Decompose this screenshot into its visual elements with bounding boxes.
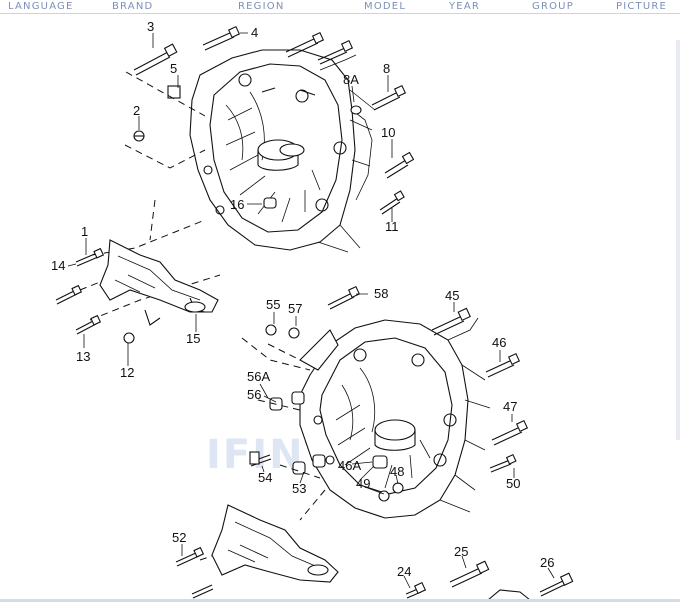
scrollbar-track[interactable]: [676, 40, 680, 440]
upper-transmission-housing: [189, 49, 376, 253]
callout-49[interactable]: 49: [356, 476, 370, 491]
callout-8[interactable]: 8: [383, 61, 390, 76]
nav-language[interactable]: LANGUAGE: [8, 1, 74, 12]
nav-year[interactable]: YEAR: [449, 1, 481, 12]
callout-56[interactable]: 56: [247, 387, 261, 402]
lower-bracket: [175, 504, 339, 599]
callout-16[interactable]: 16: [230, 197, 244, 212]
nav-picture[interactable]: PICTURE: [616, 1, 668, 12]
upper-bracket: [55, 239, 219, 344]
callout-55[interactable]: 55: [266, 297, 280, 312]
bottom-parts: [405, 560, 574, 601]
callout-11[interactable]: 11: [385, 219, 399, 234]
callout-3[interactable]: 3: [147, 19, 154, 34]
callout-45[interactable]: 45: [445, 288, 459, 303]
callout-1[interactable]: 1: [81, 224, 88, 239]
bottom-border: [0, 599, 680, 602]
top-navigation: LANGUAGE BRAND REGION MODEL YEAR GROUP P…: [0, 0, 680, 14]
callout-54[interactable]: 54: [258, 470, 272, 485]
callout-13[interactable]: 13: [76, 349, 90, 364]
callout-25[interactable]: 25: [454, 544, 468, 559]
exploded-view-drawing: IFINT: [51, 19, 574, 601]
callout-56a[interactable]: 56A: [247, 369, 270, 384]
nav-brand[interactable]: BRAND: [112, 1, 154, 12]
callout-46[interactable]: 46: [492, 335, 506, 350]
lower-transmission-housing: [299, 317, 491, 519]
upper-guide-lines: [79, 71, 221, 321]
callout-58[interactable]: 58: [374, 286, 388, 301]
leader-lines: [67, 32, 555, 589]
nav-group[interactable]: GROUP: [532, 1, 574, 12]
callout-4[interactable]: 4: [251, 25, 258, 40]
callout-50[interactable]: 50: [506, 476, 520, 491]
callout-5[interactable]: 5: [170, 61, 177, 76]
upper-bolts: [133, 25, 415, 215]
callout-57[interactable]: 57: [288, 301, 302, 316]
callout-8a[interactable]: 8A: [343, 72, 359, 87]
nav-model[interactable]: MODEL: [364, 1, 407, 12]
nav-region[interactable]: REGION: [238, 1, 285, 12]
callout-14[interactable]: 14: [51, 258, 65, 273]
callout-53[interactable]: 53: [292, 481, 306, 496]
callout-12[interactable]: 12: [120, 365, 134, 380]
callout-47[interactable]: 47: [503, 399, 517, 414]
callout-24[interactable]: 24: [397, 564, 411, 579]
callout-26[interactable]: 26: [540, 555, 554, 570]
callout-15[interactable]: 15: [186, 331, 200, 346]
callout-10[interactable]: 10: [381, 125, 395, 140]
callout-48[interactable]: 48: [390, 464, 404, 479]
parts-diagram: IFINT: [0, 14, 680, 602]
callout-2[interactable]: 2: [133, 103, 140, 118]
callout-46a[interactable]: 46A: [338, 458, 361, 473]
callout-52[interactable]: 52: [172, 530, 186, 545]
lower-bolts: [249, 285, 529, 502]
